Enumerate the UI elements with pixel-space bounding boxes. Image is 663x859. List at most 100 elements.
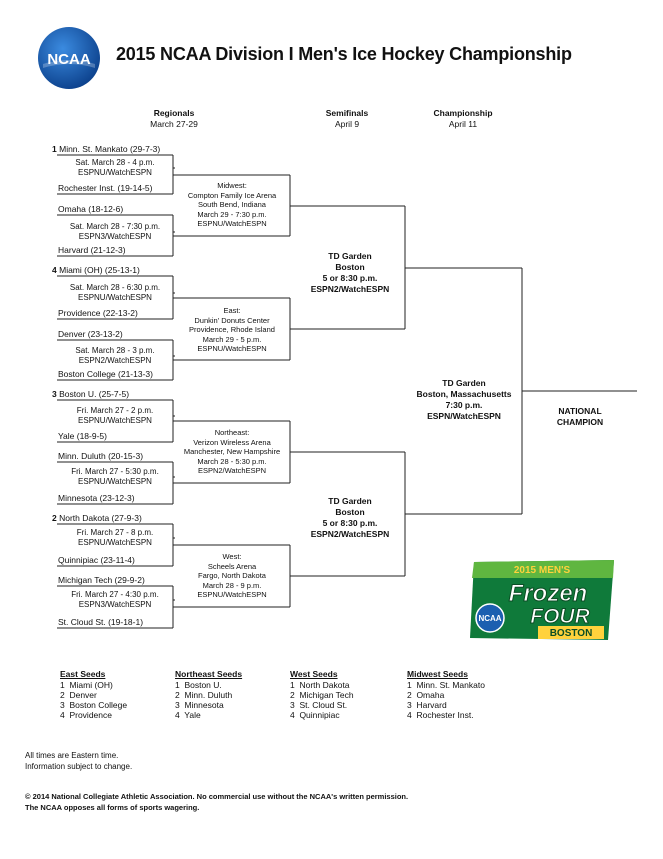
regional-info-line: March 29 - 7:30 p.m. xyxy=(197,209,267,219)
round-date-regionals: March 27-29 xyxy=(150,119,198,129)
team-slot: 4 Miami (OH) (25-13-1) xyxy=(52,265,140,275)
game-info-line: Sat. March 28 - 6:30 p.m. xyxy=(69,283,161,292)
regional-info-line: ESPN2/WatchESPN xyxy=(197,466,267,475)
championship-time: 7:30 p.m. xyxy=(445,400,483,410)
regional-info-line: Northeast: xyxy=(214,428,250,437)
regional-info-line: South Bend, Indiana xyxy=(198,200,266,209)
frozen-four-logo-art: 2015 MEN'S Frozen FOUR BOSTON NCAA xyxy=(470,560,614,640)
regional-info-line: West: xyxy=(222,552,242,561)
semifinal-2-network: ESPN2/WatchESPN xyxy=(310,529,390,539)
championship-venue: TD Garden xyxy=(442,378,486,388)
game-info-line: ESPN3/WatchESPN xyxy=(78,600,152,609)
first-round-game-info: Sat. March 28 - 7:30 p.m.ESPN3/WatchESPN xyxy=(57,222,173,242)
logo-text: NCAA xyxy=(47,51,90,68)
team-seed: 2 xyxy=(52,513,57,523)
seed-list-title: West Seeds xyxy=(290,669,338,679)
game-info-line: ESPN2/WatchESPN xyxy=(78,356,152,365)
team-name: Yale (18-9-5) xyxy=(58,431,107,441)
championship-info: TD Garden Boston, Massachusetts 7:30 p.m… xyxy=(405,378,523,422)
seed-list-title: Northeast Seeds xyxy=(175,669,243,679)
team-name: Michigan Tech (29-9-2) xyxy=(58,575,145,585)
game-info-line: Sat. March 28 - 4 p.m. xyxy=(75,158,155,167)
ncaa-logo-icon: NCAA xyxy=(38,27,100,89)
first-round-game-info: Sat. March 28 - 3 p.m.ESPN2/WatchESPN xyxy=(57,346,173,366)
team-slot: St. Cloud St. (19-18-1) xyxy=(58,617,143,627)
note-times: All times are Eastern time. xyxy=(25,751,119,760)
regional-info-line: Dunkin' Donuts Center xyxy=(194,315,270,325)
regional-info-line: March 28 - 9 p.m. xyxy=(202,580,262,590)
team-slot: Denver (23-13-2) xyxy=(58,329,123,339)
seed-list-item: 2 Minn. Duluth xyxy=(175,690,233,700)
regional-info-line: Verizon Wireless Arena xyxy=(193,437,271,447)
regional-info-line: Manchester, New Hampshire xyxy=(183,447,281,456)
regional-info-line: ESPNU/WatchESPN xyxy=(197,344,267,353)
seed-list-item: 2 Omaha xyxy=(407,690,445,700)
first-round-game-info: Fri. March 27 - 8 p.m.ESPNU/WatchESPN xyxy=(57,528,173,548)
legal-wagering: The NCAA opposes all forms of sports wag… xyxy=(25,803,200,812)
game-info-line: Fri. March 27 - 4:30 p.m. xyxy=(71,590,159,599)
seed-list-item: 1 North Dakota xyxy=(290,680,350,690)
seed-list-item: 1 Miami (OH) xyxy=(60,680,113,690)
team-name: St. Cloud St. (19-18-1) xyxy=(58,617,144,627)
team-slot: Minnesota (23-12-3) xyxy=(58,493,135,503)
game-info-line: Sat. March 28 - 7:30 p.m. xyxy=(69,222,161,231)
game-info-line: ESPNU/WatchESPN xyxy=(78,416,152,425)
first-round-game-info: Fri. March 27 - 5:30 p.m.ESPNU/WatchESPN xyxy=(57,467,173,487)
team-name: Rochester Inst. (19-14-5) xyxy=(58,183,153,193)
team-slot: Minn. Duluth (20-15-3) xyxy=(58,451,143,461)
game-info-line: Fri. March 27 - 2 p.m. xyxy=(76,406,154,415)
team-name: Miami (OH) (25-13-1) xyxy=(59,265,140,275)
first-round-game-info: Sat. March 28 - 4 p.m.ESPNU/WatchESPN xyxy=(57,158,173,178)
note-change: Information subject to change. xyxy=(25,762,133,771)
first-round-game-info: Fri. March 27 - 2 p.m.ESPNU/WatchESPN xyxy=(57,406,173,426)
team-seed: 1 xyxy=(52,144,57,154)
legal-copyright: © 2014 National Collegiate Athletic Asso… xyxy=(25,792,409,801)
game-info-line: Sat. March 28 - 3 p.m. xyxy=(75,346,155,355)
regional-info-line: Fargo, North Dakota xyxy=(198,571,266,580)
semifinal-2-venue: TD Garden xyxy=(328,496,372,506)
championship-city: Boston, Massachusetts xyxy=(416,389,512,399)
seed-list-item: 4 Providence xyxy=(60,710,112,720)
semifinal-2-city: Boston xyxy=(335,507,365,517)
game-info-line: ESPN3/WatchESPN xyxy=(78,232,152,241)
semifinal-2-info: TD Garden Boston 5 or 8:30 p.m. ESPN2/Wa… xyxy=(300,496,400,540)
round-date-semifinals: April 9 xyxy=(334,119,360,129)
semifinal-1-venue: TD Garden xyxy=(328,251,372,261)
seed-list-item: 4 Yale xyxy=(175,710,201,720)
ff-frozen-text: Frozen xyxy=(509,580,588,607)
seed-list-item: 3 Minnesota xyxy=(175,700,224,710)
semifinal-1-time: 5 or 8:30 p.m. xyxy=(322,273,378,283)
regional-info-line: March 28 - 5:30 p.m. xyxy=(197,456,267,466)
team-name: Quinnipiac (23-11-4) xyxy=(58,555,135,565)
ff-city-text: BOSTON xyxy=(550,628,593,639)
semifinal-1-info: TD Garden Boston 5 or 8:30 p.m. ESPN2/Wa… xyxy=(300,251,400,295)
semifinal-1-city: Boston xyxy=(335,262,365,272)
game-info-line: ESPNU/WatchESPN xyxy=(78,168,152,177)
round-header-regionals: Regionals xyxy=(153,108,195,118)
champion-line-1: NATIONAL xyxy=(558,406,602,416)
team-name: Boston U. (25-7-5) xyxy=(59,389,130,399)
round-date-championship: April 11 xyxy=(448,119,478,129)
team-seed: 3 xyxy=(52,389,57,399)
team-slot: Michigan Tech (29-9-2) xyxy=(58,575,145,585)
round-header-championship: Championship xyxy=(433,108,493,118)
page-title: 2015 NCAA Division I Men's Ice Hockey Ch… xyxy=(116,44,572,64)
team-slot: Omaha (18-12-6) xyxy=(58,204,123,214)
regional-info-line: ESPNU/WatchESPN xyxy=(197,590,267,599)
regional-info-line: Providence, Rhode Island xyxy=(189,325,275,334)
seed-list-item: 2 Michigan Tech xyxy=(290,690,354,700)
team-slot: Quinnipiac (23-11-4) xyxy=(58,555,135,565)
team-name: Minn. Duluth (20-15-3) xyxy=(58,451,144,461)
team-name: Providence (22-13-2) xyxy=(58,308,138,318)
regional-info-line: Midwest: xyxy=(217,181,247,190)
seed-list-item: 3 Harvard xyxy=(407,700,447,710)
team-seed: 4 xyxy=(52,265,57,275)
team-name: Minn. St. Mankato (29-7-3) xyxy=(59,144,161,154)
game-info-line: ESPNU/WatchESPN xyxy=(78,293,152,302)
team-name: Harvard (21-12-3) xyxy=(58,245,126,255)
regional-info-line: Scheels Arena xyxy=(207,561,257,571)
team-slot: 2 North Dakota (27-9-3) xyxy=(52,513,142,523)
